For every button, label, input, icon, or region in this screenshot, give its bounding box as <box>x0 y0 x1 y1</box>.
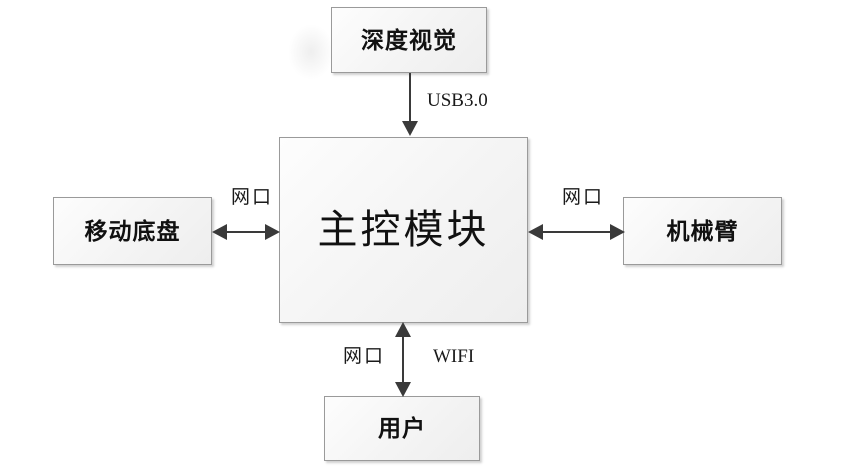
arrowhead-main-bottom-side <box>395 322 411 337</box>
node-user[interactable]: 用户 <box>324 396 480 461</box>
edge-label-user-net-port: 网口 <box>343 346 386 367</box>
edge-label-chassis-net-port: 网口 <box>231 187 274 208</box>
node-user-label: 用户 <box>378 416 426 441</box>
connector-main-to-user <box>402 334 404 384</box>
node-robotic-arm-label: 机械臂 <box>666 218 739 244</box>
node-depth-vision-label: 深度视觉 <box>361 27 457 53</box>
edge-label-user-wifi: WIFI <box>433 346 475 367</box>
arrowhead-user-side <box>395 382 411 397</box>
arrowhead-vision-to-main <box>402 121 418 136</box>
arrowhead-chassis-side <box>212 224 227 240</box>
edge-label-usb3: USB3.0 <box>427 90 488 111</box>
node-mobile-chassis[interactable]: 移动底盘 <box>53 197 212 265</box>
node-main-control-label: 主控模块 <box>317 207 490 252</box>
node-mobile-chassis-label: 移动底盘 <box>84 218 181 244</box>
connector-chassis-to-main <box>222 231 270 233</box>
connector-vision-to-main <box>409 73 411 123</box>
arrowhead-arm-side <box>610 224 625 240</box>
node-depth-vision[interactable]: 深度视觉 <box>331 7 487 73</box>
connector-main-to-arm <box>539 231 615 233</box>
arrowhead-main-right-side <box>528 224 543 240</box>
node-robotic-arm[interactable]: 机械臂 <box>623 197 782 265</box>
scan-artifact <box>288 24 334 80</box>
edge-label-arm-net-port: 网口 <box>562 187 605 208</box>
node-main-control[interactable]: 主控模块 <box>279 137 528 323</box>
arrowhead-main-left-side <box>265 224 280 240</box>
